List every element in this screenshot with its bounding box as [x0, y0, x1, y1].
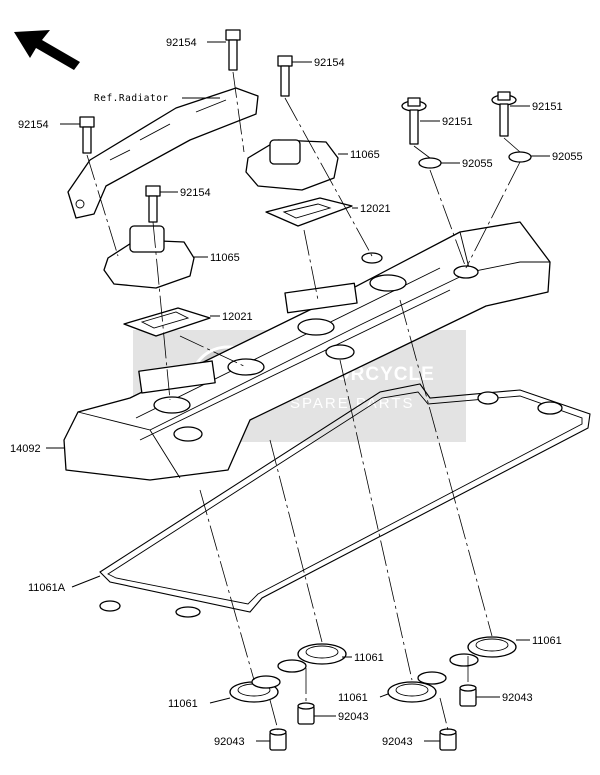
callout-92151-b: 92151	[532, 101, 563, 113]
bolt-right-b	[491, 91, 517, 137]
callout-12021-lower: 12021	[222, 311, 253, 323]
seal-right-upper	[467, 636, 517, 658]
seal-right-lower	[387, 671, 447, 703]
callout-11061-right-lower: 11061	[338, 692, 368, 704]
callout-11061A: 11061A	[28, 582, 66, 594]
callout-92154-inner: 92154	[180, 187, 211, 199]
breather-cap-lower	[103, 225, 195, 289]
callout-11065-lower: 11065	[210, 252, 240, 264]
callout-92043-right-lower: 92043	[382, 736, 413, 748]
seal-left	[229, 675, 281, 703]
washer-a	[418, 157, 442, 169]
radiator-bracket	[67, 87, 259, 219]
callout-92043-mid: 92043	[338, 711, 369, 723]
callout-11061-left: 11061	[168, 698, 198, 710]
bolt-top-left	[225, 29, 241, 71]
callout-92043-right: 92043	[502, 692, 533, 704]
grommet-mid	[297, 702, 315, 725]
bolt-left	[79, 116, 95, 154]
grommet-right-lower	[439, 728, 457, 751]
bolt-inner	[145, 185, 161, 223]
washer-b	[508, 151, 532, 163]
front-direction-arrow-icon	[14, 30, 80, 70]
callout-92151-a: 92151	[442, 116, 473, 128]
reed-plate-lower	[123, 307, 211, 337]
callout-92055-a: 92055	[462, 158, 493, 170]
seal-middle	[277, 643, 347, 673]
callout-92055-b: 92055	[552, 151, 583, 163]
callout-11061-mid: 11061	[354, 652, 384, 664]
callout-92154-top-left: 92154	[166, 37, 197, 49]
grommet-right	[459, 684, 477, 707]
callout-11065-upper: 11065	[350, 149, 380, 161]
bolt-right-a	[401, 97, 427, 145]
cover-gasket	[99, 383, 591, 618]
bolt-top-mid	[277, 55, 293, 97]
callout-leaders	[46, 41, 550, 742]
watermark-line2: SPARE PARTS	[290, 395, 415, 412]
callout-11061-right-upper: 11061	[532, 635, 562, 647]
reed-plate-upper	[265, 197, 353, 227]
grommet-left	[269, 728, 287, 751]
callout-12021-upper: 12021	[360, 203, 391, 215]
seal-right-upper-b	[449, 653, 479, 667]
cylinder-head-cover	[63, 221, 551, 481]
callout-92154-top-mid: 92154	[314, 57, 345, 69]
callout-92154-left: 92154	[18, 119, 49, 131]
ref-radiator-label: Ref.Radiator	[94, 93, 169, 104]
callout-14092: 14092	[10, 443, 41, 455]
breather-cap-upper	[245, 139, 339, 191]
alignment-lines	[86, 71, 521, 731]
callout-92043-left: 92043	[214, 736, 245, 748]
